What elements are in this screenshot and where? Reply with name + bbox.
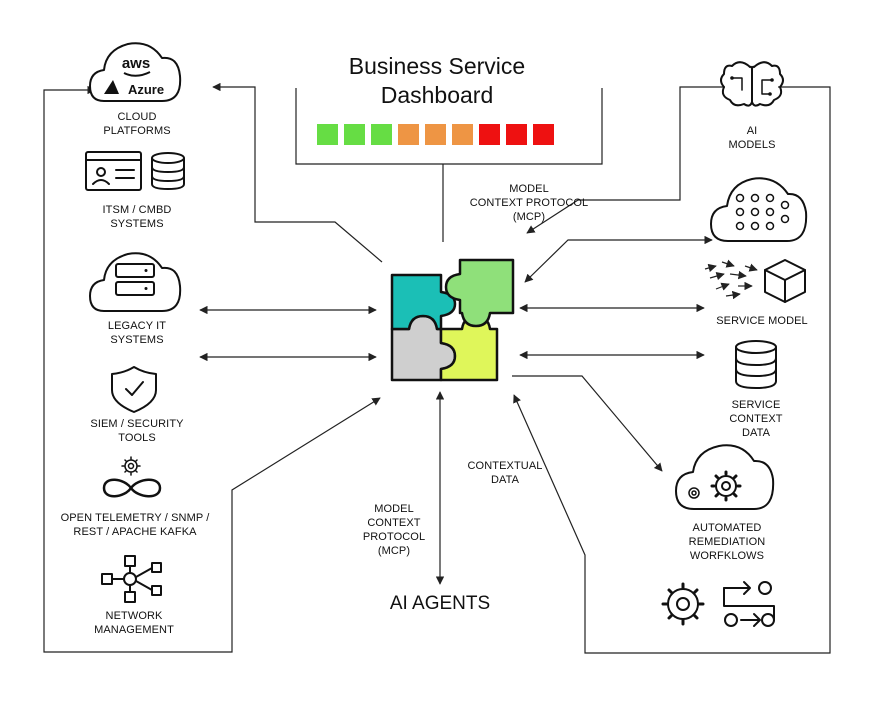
status-cell-red — [506, 124, 527, 145]
automated-label-2: REMEDIATION — [689, 536, 766, 548]
status-cell-orange — [398, 124, 419, 145]
neural-net-icon — [735, 193, 790, 231]
left-bracket-line — [43, 85, 381, 653]
business-service-dashboard: Business Service Dashboard — [317, 53, 554, 145]
neural-cloud-icon — [710, 177, 808, 242]
mcp-top-label: MODEL CONTEXT PROTOCOL (MCP) — [470, 183, 589, 223]
cube-icon — [764, 259, 806, 303]
siem-label-2: TOOLS — [118, 432, 156, 444]
automated-label-3: WORFKLOWS — [690, 550, 764, 562]
aws-logo: aws — [122, 55, 150, 72]
ai-models-label-1: AI — [747, 125, 758, 137]
cloud-platforms: aws Azure CLOUD PLATFORMS — [89, 42, 182, 137]
cloud-label-2: PLATFORMS — [103, 125, 170, 137]
database-icon — [151, 152, 185, 190]
azure-logo-icon — [104, 80, 119, 94]
dashboard-frame — [295, 88, 603, 165]
status-row — [317, 124, 554, 145]
database-stack-icon — [735, 340, 777, 389]
legacy-label-1: LEGACY IT — [108, 320, 166, 332]
scatter-arrows-icon — [704, 259, 758, 300]
flow-icon — [723, 581, 775, 627]
aws-smile-icon — [123, 71, 151, 77]
status-cell-orange — [452, 124, 473, 145]
legacy-label-2: SYSTEMS — [110, 334, 163, 346]
network-management: NETWORK MANAGEMENT — [94, 555, 174, 636]
mcp-bottom-1: MODEL — [374, 503, 414, 515]
puzzle-icon — [390, 258, 515, 382]
mcp-top-3: (MCP) — [513, 211, 545, 223]
ai-models: AI MODELS — [720, 61, 784, 151]
id-card-icon — [85, 151, 142, 191]
infinity-icon — [102, 478, 162, 498]
siem-security-tools: SIEM / SECURITY TOOLS — [90, 366, 184, 444]
dashboard-title-line1: Business Service — [349, 53, 525, 79]
mcp-bottom-label: MODEL CONTEXT PROTOCOL (MCP) — [363, 503, 425, 557]
puzzle-piece-green — [444, 258, 515, 328]
contextual-data-label: CONTEXTUAL DATA — [468, 460, 543, 486]
telemetry-integrations: OPEN TELEMETRY / SNMP / REST / APACHE KA… — [61, 456, 211, 538]
siem-label-1: SIEM / SECURITY — [90, 418, 184, 430]
ai-model-arrow — [524, 235, 713, 283]
automated-remediation: AUTOMATED REMEDIATION WORFKLOWS — [675, 444, 775, 562]
status-cell-green — [317, 124, 338, 145]
itsm-label-1: ITSM / CMBD — [103, 204, 172, 216]
connectors — [43, 82, 831, 654]
right-bracket-line — [526, 86, 725, 234]
small-gear-icon-2 — [688, 487, 700, 499]
automated-label-1: AUTOMATED — [693, 522, 762, 534]
status-cell-green — [344, 124, 365, 145]
itsm-systems: ITSM / CMBD SYSTEMS — [85, 151, 185, 230]
mcp-bottom-2: CONTEXT — [367, 517, 420, 529]
status-cell-orange — [425, 124, 446, 145]
contextual-2: DATA — [491, 474, 520, 486]
mcp-bottom-4: (MCP) — [378, 545, 410, 557]
itsm-label-2: SYSTEMS — [110, 218, 163, 230]
dashboard-title-line2: Dashboard — [381, 82, 494, 108]
azure-logo: Azure — [128, 82, 164, 97]
service-context-data: SERVICE CONTEXT DATA — [729, 340, 783, 439]
shield-icon — [111, 366, 157, 413]
large-gear-icon — [661, 582, 705, 626]
gear-icon — [710, 470, 742, 502]
small-gear-icon — [121, 456, 141, 476]
telemetry-label-2: REST / APACHE KAFKA — [73, 526, 197, 538]
brain-icon — [720, 61, 784, 107]
cloud-connector — [212, 82, 383, 263]
network-label-2: MANAGEMENT — [94, 624, 174, 636]
service-context-label-1: SERVICE — [732, 399, 781, 411]
service-context-label-3: DATA — [742, 427, 771, 439]
status-cell-green — [371, 124, 392, 145]
network-label-1: NETWORK — [106, 610, 163, 622]
contextual-1: CONTEXTUAL — [468, 460, 543, 472]
cloud-label-1: CLOUD — [117, 111, 156, 123]
service-context-label-2: CONTEXT — [729, 413, 782, 425]
network-icon — [101, 555, 162, 603]
mcp-top-2: CONTEXT PROTOCOL — [470, 197, 589, 209]
service-model: SERVICE MODEL — [704, 259, 808, 327]
ai-agents-label: AI AGENTS — [390, 593, 490, 614]
check-icon — [125, 381, 144, 396]
workflow-icons — [661, 581, 775, 627]
remediation-arrow — [512, 375, 663, 472]
mcp-bottom-3: PROTOCOL — [363, 531, 425, 543]
status-cell-red — [533, 124, 554, 145]
service-model-label: SERVICE MODEL — [716, 315, 808, 327]
legacy-it-systems: LEGACY IT SYSTEMS — [89, 252, 182, 346]
right-bracket-outer — [513, 86, 831, 654]
neural-network-cloud — [710, 177, 808, 242]
ai-models-label-2: MODELS — [728, 139, 775, 151]
gear-cloud-icon — [675, 444, 775, 510]
telemetry-label-1: OPEN TELEMETRY / SNMP / — [61, 512, 211, 524]
status-cell-red — [479, 124, 500, 145]
mcp-top-1: MODEL — [509, 183, 549, 195]
